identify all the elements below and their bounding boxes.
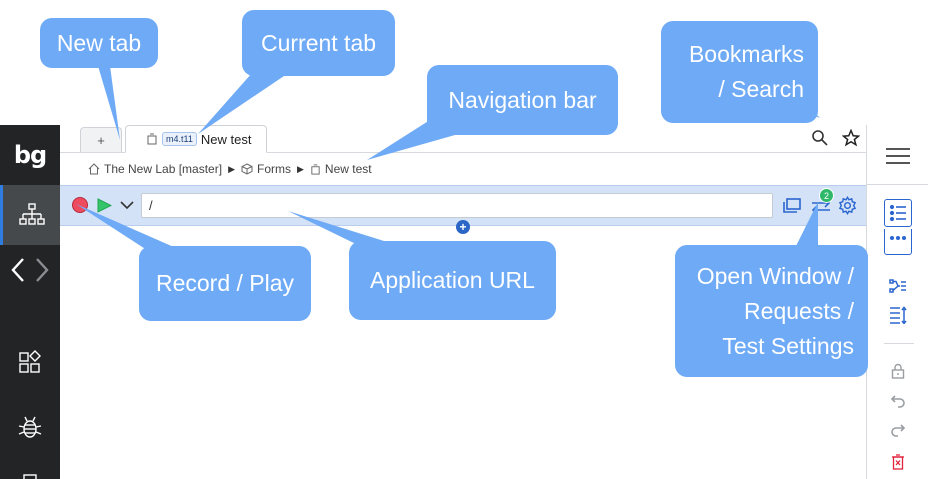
more-button[interactable]: [884, 229, 912, 255]
callout-text: Requests /: [744, 297, 854, 324]
new-tab-button[interactable]: +: [80, 127, 122, 153]
lock-button[interactable]: [889, 362, 907, 380]
panel-divider: [884, 343, 914, 344]
sidebar-history-nav: [0, 250, 60, 290]
undo-icon: [890, 395, 905, 408]
list-icon: [889, 204, 906, 222]
sidebar-item-structure[interactable]: [0, 185, 60, 245]
steps-view-button[interactable]: [884, 199, 912, 227]
breadcrumb-separator-icon: ▶: [228, 163, 235, 174]
tab-strip-divider: [60, 152, 866, 153]
star-icon: [842, 129, 860, 147]
tab-current[interactable]: m4.t11 New test: [125, 125, 267, 153]
record-button[interactable]: [72, 197, 88, 213]
redo-icon: [891, 424, 906, 437]
app-logo[interactable]: bg: [13, 141, 47, 169]
test-icon: [147, 133, 157, 145]
gear-icon[interactable]: [838, 196, 857, 215]
bug-icon: [18, 416, 42, 438]
sort-icon: [890, 306, 907, 324]
breadcrumb: The New Lab [master] ▶ Forms ▶ New test: [88, 160, 372, 178]
delete-icon: [892, 454, 904, 470]
callout-navigation-bar: Navigation bar: [427, 65, 618, 135]
sidebar-item-partial[interactable]: [0, 473, 60, 479]
add-step-button[interactable]: +: [456, 220, 470, 234]
forward-icon[interactable]: [35, 257, 49, 283]
breadcrumb-item-test[interactable]: New test: [310, 162, 372, 176]
undo-button[interactable]: [889, 393, 907, 411]
breadcrumb-label: Forms: [256, 162, 291, 176]
callout-text: Current tab: [260, 29, 377, 56]
callout-text: Navigation bar: [448, 86, 597, 113]
chevron-down-icon[interactable]: [120, 199, 134, 211]
tab-title: New test: [200, 131, 252, 147]
breadcrumb-separator-icon: ▶: [296, 163, 304, 174]
sidebar-item-issues[interactable]: [0, 412, 60, 442]
back-icon[interactable]: [11, 257, 25, 283]
home-icon: [88, 163, 100, 175]
cube-icon: [241, 163, 253, 175]
callout-text: / Search: [718, 76, 804, 102]
search-button[interactable]: [810, 128, 830, 148]
flow-button[interactable]: [888, 278, 908, 294]
test-icon: [311, 163, 320, 175]
menu-button[interactable]: [885, 146, 911, 166]
left-sidebar: bg: [0, 125, 60, 479]
sitemap-icon: [18, 203, 45, 225]
open-window-icon[interactable]: [783, 197, 801, 214]
breadcrumb-item-lab[interactable]: The New Lab [master]: [88, 162, 222, 176]
application-url-input[interactable]: [141, 193, 773, 218]
requests-count-badge: 2: [819, 188, 834, 203]
callout-text: Record / Play: [155, 270, 295, 296]
callout-record-play: Record / Play: [139, 246, 311, 321]
callout-text: Bookmarks: [688, 41, 804, 67]
callout-current-tab: Current tab: [242, 10, 395, 76]
breadcrumb-label: New test: [324, 162, 372, 176]
callout-text: Open Window /: [696, 262, 854, 289]
modules-icon: [19, 350, 41, 373]
sort-button[interactable]: [888, 306, 908, 324]
search-icon: [812, 130, 828, 146]
bookmark-button[interactable]: [840, 127, 862, 149]
redo-button[interactable]: [889, 422, 907, 440]
callout-application-url: Application URL: [349, 241, 556, 320]
callout-text: New tab: [56, 29, 142, 56]
play-icon[interactable]: [97, 198, 112, 213]
tab-id-badge: m4.t11: [162, 132, 197, 146]
sidebar-item-modules[interactable]: [0, 347, 60, 377]
breadcrumb-label: The New Lab [master]: [104, 162, 223, 176]
callout-open-window: Open Window / Requests / Test Settings: [675, 245, 868, 377]
breadcrumb-item-forms[interactable]: Forms: [241, 162, 291, 176]
callout-text: Application URL: [370, 267, 535, 293]
lock-icon: [891, 363, 905, 379]
flow-icon: [889, 279, 906, 293]
hamburger-menu-icon: [886, 148, 910, 164]
callout-text: Test Settings: [722, 332, 854, 359]
document-icon: [23, 474, 37, 479]
delete-button[interactable]: [889, 453, 907, 471]
panel-divider: [866, 184, 928, 185]
callout-bookmarks-search: Bookmarks / Search: [661, 21, 818, 123]
more-dots-icon: [890, 235, 906, 240]
callout-new-tab: New tab: [40, 18, 158, 68]
